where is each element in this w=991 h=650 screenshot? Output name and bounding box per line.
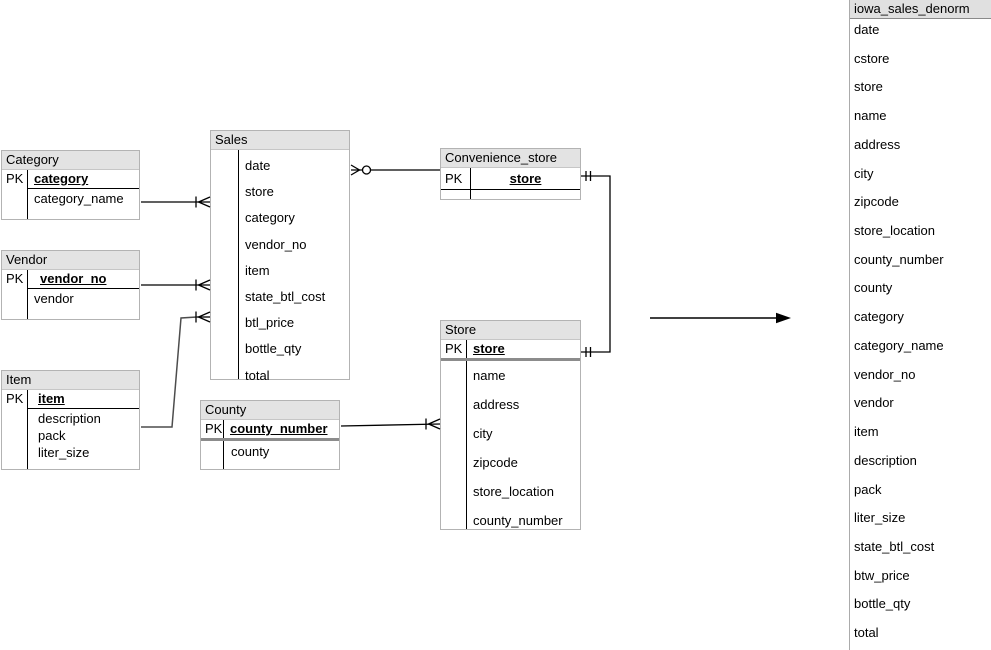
denorm-field-description: description bbox=[854, 452, 917, 468]
field-name: name bbox=[473, 368, 506, 383]
denorm-field-liter-size: liter_size bbox=[854, 510, 906, 526]
field-btl-price: btl_price bbox=[245, 315, 295, 331]
entity-store[interactable]: Store PK store name address city zipcode… bbox=[440, 320, 581, 530]
denorm-field-county-number: county_number bbox=[854, 251, 944, 267]
entity-title: Category bbox=[2, 151, 139, 170]
pk-field-vendor-no: vendor_no bbox=[28, 270, 139, 289]
denorm-field-name: name bbox=[854, 108, 887, 124]
entity-convenience-store[interactable]: Convenience_store PK store bbox=[440, 148, 581, 200]
field-zipcode: zipcode bbox=[473, 455, 518, 470]
field-county-number: county_number bbox=[473, 513, 563, 528]
denorm-field-total: total bbox=[854, 625, 879, 641]
field-total: total bbox=[245, 367, 270, 383]
denorm-field-state-btl-cost: state_btl_cost bbox=[854, 538, 935, 554]
pk-divider-line bbox=[27, 170, 28, 219]
pk-row: PK item bbox=[2, 390, 139, 409]
field-item: item bbox=[245, 262, 270, 278]
relationship-sales-convenience-store[interactable] bbox=[351, 165, 440, 175]
denorm-field-vendor-no: vendor_no bbox=[854, 366, 916, 382]
pk-field-store: store bbox=[473, 341, 505, 356]
pk-field-category: category bbox=[28, 170, 139, 189]
field-category: category bbox=[245, 210, 295, 226]
entity-title: County bbox=[201, 401, 339, 420]
relationship-item-sales[interactable] bbox=[141, 312, 210, 428]
field-address: address bbox=[473, 397, 520, 412]
denorm-field-pack: pack bbox=[854, 481, 882, 497]
denorm-field-cstore: cstore bbox=[854, 50, 890, 66]
pk-row: PK county_number bbox=[201, 420, 339, 441]
field-bottle-qty: bottle_qty bbox=[245, 341, 302, 357]
field-date: date bbox=[245, 158, 271, 173]
pk-label: PK bbox=[445, 341, 463, 356]
pk-field-item: item bbox=[28, 390, 139, 409]
pk-divider-line bbox=[27, 270, 28, 319]
field-vendor: vendor bbox=[34, 291, 74, 306]
field-pack: pack bbox=[38, 428, 66, 443]
pk-row: PK category bbox=[2, 170, 139, 189]
denorm-field-city: city bbox=[854, 165, 874, 181]
pk-row: PK store bbox=[441, 168, 580, 190]
entity-title: Vendor bbox=[2, 251, 139, 270]
denorm-arrow bbox=[650, 312, 791, 324]
arrow-head-icon bbox=[776, 312, 791, 324]
crow-foot-icon bbox=[199, 280, 211, 290]
crow-foot-icon bbox=[199, 312, 211, 322]
pk-divider-line bbox=[238, 150, 239, 379]
entity-county[interactable]: County PK county_number county bbox=[200, 400, 340, 470]
denorm-field-btw-price: btw_price bbox=[854, 567, 910, 583]
pk-label: PK bbox=[205, 421, 223, 436]
relationship-convenience-store-store[interactable] bbox=[581, 171, 610, 357]
pk-row: PK store bbox=[441, 340, 580, 361]
pk-field-store: store bbox=[509, 171, 542, 186]
pk-divider-line bbox=[470, 168, 471, 199]
entity-vendor[interactable]: Vendor PK vendor_no vendor bbox=[1, 250, 140, 320]
pk-label: PK bbox=[6, 271, 24, 286]
entity-title: Sales bbox=[211, 131, 349, 150]
denorm-field-date: date bbox=[854, 22, 880, 37]
field-store-location: store_location bbox=[473, 484, 554, 499]
entity-title: Convenience_store bbox=[441, 149, 580, 168]
relationship-category-sales[interactable] bbox=[141, 197, 210, 208]
crow-foot-icon bbox=[429, 419, 441, 429]
denorm-table-iowa-sales-denorm[interactable]: iowa_sales_denorm date cstore store name… bbox=[849, 0, 991, 650]
pk-row: PK vendor_no bbox=[2, 270, 139, 289]
entity-sales[interactable]: Sales date store category vendor_no item… bbox=[210, 130, 350, 383]
relationship-county-store[interactable] bbox=[341, 419, 440, 430]
pk-divider-line bbox=[466, 340, 467, 529]
denorm-field-county: county bbox=[854, 280, 893, 296]
denorm-field-zipcode: zipcode bbox=[854, 194, 899, 210]
denorm-field-bottle-qty: bottle_qty bbox=[854, 596, 911, 612]
optionality-circle-icon bbox=[363, 166, 371, 174]
pk-label: PK bbox=[445, 171, 463, 186]
denorm-field-store: store bbox=[854, 79, 883, 95]
entity-item[interactable]: Item PK item description pack liter_size bbox=[1, 370, 140, 470]
field-category-name: category_name bbox=[34, 191, 124, 206]
relationship-vendor-sales[interactable] bbox=[141, 280, 210, 291]
pk-label: PK bbox=[6, 391, 24, 406]
field-liter-size: liter_size bbox=[38, 445, 90, 460]
pk-divider-line bbox=[27, 390, 28, 469]
denorm-field-vendor: vendor bbox=[854, 395, 894, 411]
crow-foot-icon bbox=[199, 197, 211, 207]
field-vendor-no: vendor_no bbox=[245, 236, 307, 252]
pk-field-county-number: county_number bbox=[230, 421, 328, 436]
denorm-field-address: address bbox=[854, 136, 901, 152]
denorm-field-category-name: category_name bbox=[854, 337, 944, 353]
denorm-field-store-location: store_location bbox=[854, 223, 935, 239]
pk-divider-line bbox=[223, 420, 224, 469]
field-store: store bbox=[245, 184, 274, 200]
field-city: city bbox=[473, 426, 493, 441]
denorm-field-category: category bbox=[854, 309, 904, 325]
entity-category[interactable]: Category PK category category_name bbox=[1, 150, 140, 220]
entity-title: Item bbox=[2, 371, 139, 390]
pk-label: PK bbox=[6, 171, 24, 186]
field-county: county bbox=[231, 444, 270, 459]
denorm-field-item: item bbox=[854, 424, 879, 440]
entity-title: Store bbox=[441, 321, 580, 340]
field-state-btl-cost: state_btl_cost bbox=[245, 289, 326, 305]
field-description: description bbox=[38, 411, 101, 426]
denorm-table-title: iowa_sales_denorm bbox=[850, 0, 991, 19]
